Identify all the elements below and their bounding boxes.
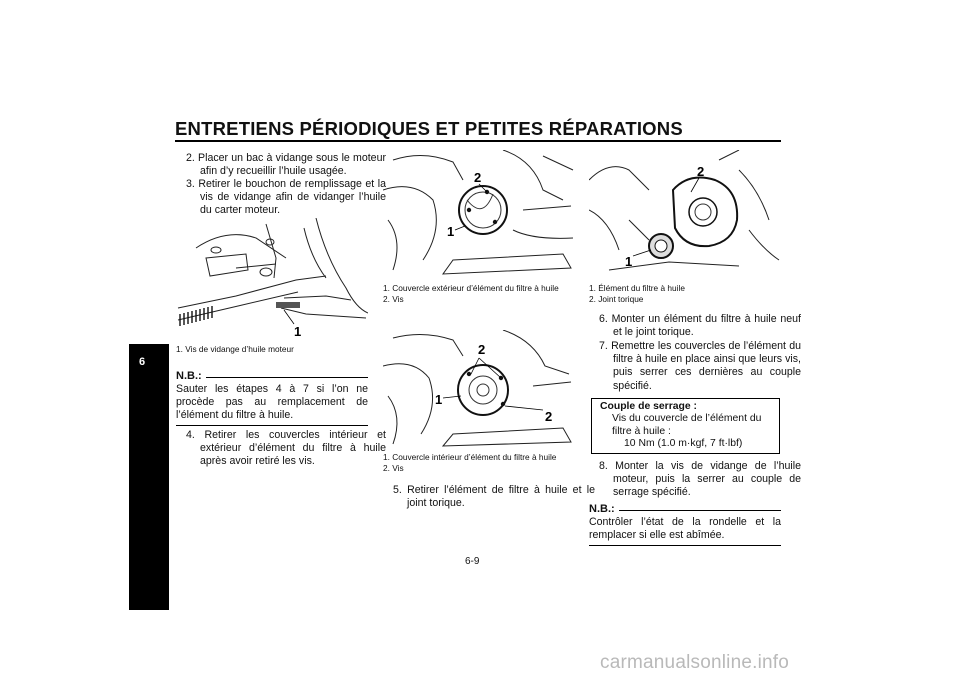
torque-value: 10 Nm (1.0 m·kgf, 7 ft·lbf) [624, 438, 743, 449]
nb-rule-bottom-2 [589, 545, 781, 546]
torque-box: Couple de serrage : Vis du couvercle de … [591, 398, 780, 454]
figure-caption-4: 1. Élément du filtre à huile 2. Joint to… [589, 283, 781, 305]
nb-rule-bottom-1 [176, 425, 368, 426]
caption-inner-cover: 1. Couvercle intérieur d’élément du filt… [383, 452, 557, 462]
filter-element-illustration: 2 1 [589, 150, 780, 271]
drain-bolt-illustration: 1 [177, 218, 368, 339]
watermark: carmanualsonline.info [600, 652, 790, 673]
page-title: ENTRETIENS PÉRIODIQUES ET PETITES RÉPARA… [175, 118, 683, 139]
caption-screw-2: 2. Vis [383, 463, 404, 473]
step-3: 3. Retirer le bouchon de remplissage et … [186, 178, 386, 217]
title-rule [175, 140, 781, 142]
outer-cover-illustration: 2 1 [383, 150, 574, 275]
fig2-callout-1: 1 [447, 224, 454, 239]
nb-label-2: N.B.: [589, 503, 615, 515]
fig4-callout-1: 1 [625, 254, 632, 269]
nb-text-1: Sauter les étapes 4 à 7 si l’on ne procè… [176, 383, 368, 422]
chapter-tab: 6 [129, 344, 169, 610]
step-4: 4. Retirer les couvercles intérieur et e… [186, 429, 386, 468]
step-5: 5. Retirer l’élément de filtre à huile e… [393, 484, 595, 510]
fig2-callout-2: 2 [474, 170, 481, 185]
caption-drain-bolt: 1. Vis de vidange d’huile moteur [176, 344, 294, 354]
figure-caption-2: 1. Couvercle extérieur d’élément du filt… [383, 283, 575, 305]
caption-o-ring: 2. Joint torique [589, 294, 644, 304]
step-8: 8. Monter la vis de vidange de l’huile m… [599, 460, 801, 499]
torque-title: Couple de serrage : [600, 401, 698, 412]
nb-rule-top-1 [206, 377, 368, 378]
caption-screw-1: 2. Vis [383, 294, 404, 304]
caption-outer-cover: 1. Couvercle extérieur d’élément du filt… [383, 283, 559, 293]
caption-filter-element: 1. Élément du filtre à huile [589, 283, 685, 293]
step-6: 6. Monter un élément du filtre à huile n… [599, 313, 801, 339]
nb-label-1: N.B.: [176, 370, 202, 382]
figure-caption-1: 1. Vis de vidange d’huile moteur [176, 344, 368, 355]
fig3-callout-1: 1 [435, 392, 442, 407]
torque-item: Vis du couvercle de l’élément du filtre … [612, 413, 762, 437]
fig3-callout-2a: 2 [478, 342, 485, 357]
figure-drain-bolt: 1 [176, 218, 368, 340]
figure-outer-cover: 2 1 [383, 150, 575, 278]
page-number: 6-9 [465, 556, 480, 567]
step-2: 2. Placer un bac à vidange sous le moteu… [186, 152, 386, 178]
fig4-callout-2: 2 [697, 164, 704, 179]
nb-rule-top-2 [619, 510, 781, 511]
step-7: 7. Remettre les couvercles de l’élément … [599, 340, 801, 392]
nb-text-2: Contrôler l’état de la rondelle et la re… [589, 516, 781, 542]
figure-caption-3: 1. Couvercle intérieur d’élément du filt… [383, 452, 575, 474]
callout-1: 1 [294, 324, 301, 339]
figure-inner-cover: 2 2 1 [383, 330, 575, 448]
inner-cover-illustration: 2 2 1 [383, 330, 572, 447]
chapter-number: 6 [138, 356, 146, 368]
figure-filter-element: 2 1 [589, 150, 781, 278]
fig3-callout-2b: 2 [545, 409, 552, 424]
